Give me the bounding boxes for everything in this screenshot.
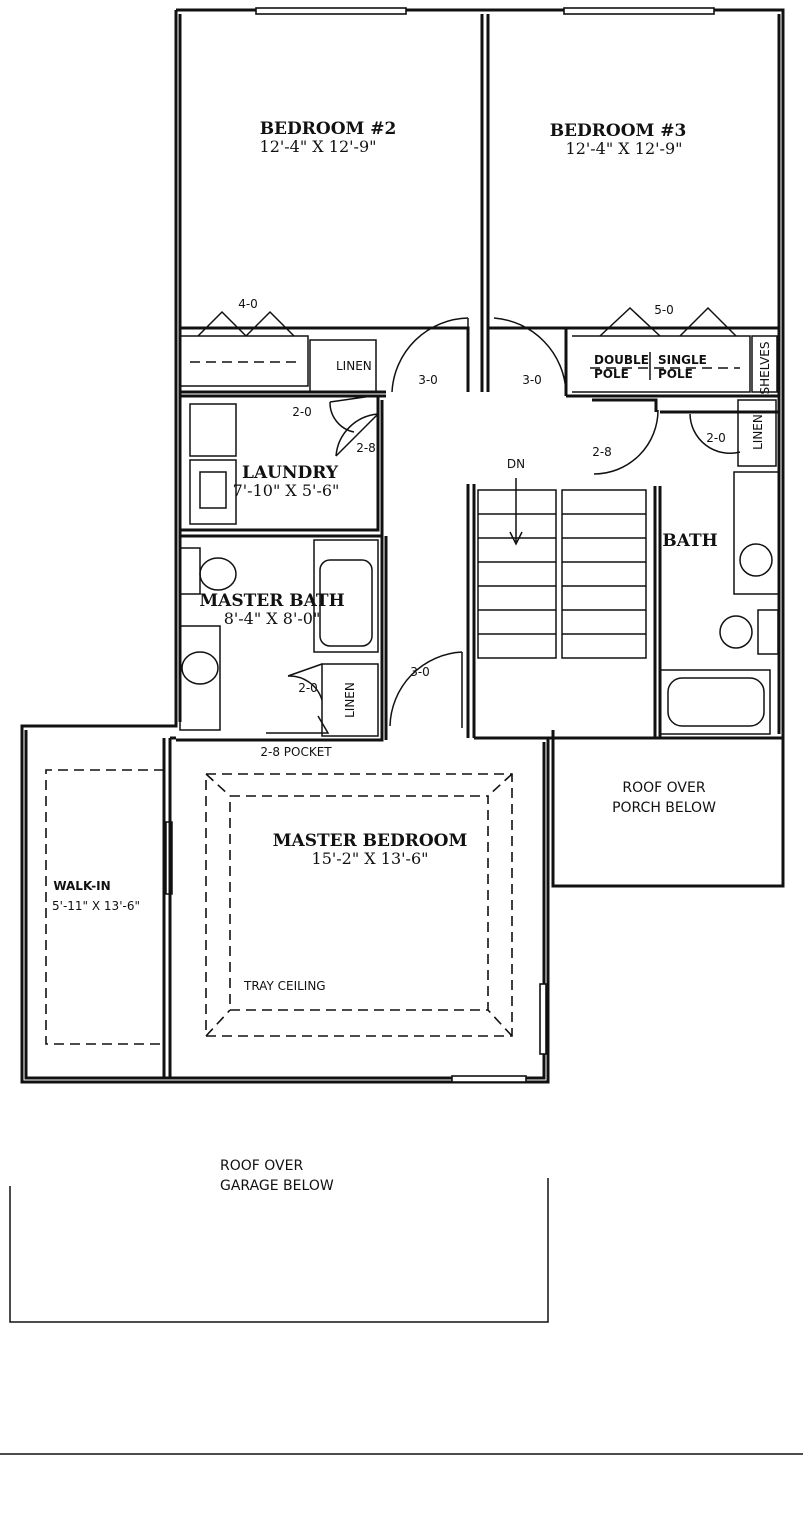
double-pole-label-2: POLE bbox=[594, 367, 629, 381]
porch-roof-line2: PORCH BELOW bbox=[612, 800, 716, 816]
door-label-hall-b2: 3-0 bbox=[418, 373, 438, 387]
bedroom3-dims: 12'-4" X 12'-9" bbox=[566, 139, 683, 158]
laundry-name: LAUNDRY bbox=[242, 463, 339, 483]
bedroom3-closet bbox=[572, 306, 778, 393]
door-label-bath-linen: 2-0 bbox=[706, 431, 726, 445]
bath-name: BATH bbox=[662, 531, 717, 551]
linen-closet-upper bbox=[309, 339, 377, 393]
double-pole-label-1: DOUBLE bbox=[594, 353, 649, 367]
walk-in-name: WALK-IN bbox=[53, 879, 110, 893]
single-pole-label-1: SINGLE bbox=[658, 353, 707, 367]
walk-in-dims: 5'-11" X 13'-6" bbox=[52, 899, 140, 913]
door-label-closet-b2: 4-0 bbox=[238, 297, 258, 311]
linen-label-master-bath: LINEN bbox=[343, 682, 357, 718]
bedroom3-name: BEDROOM #3 bbox=[550, 121, 687, 141]
garage-roof-line1: ROOF OVER bbox=[220, 1158, 303, 1174]
bedroom2-name: BEDROOM #2 bbox=[260, 119, 397, 139]
master-bath-fixtures bbox=[179, 539, 379, 731]
door-label-bath: 2-8 bbox=[592, 445, 612, 459]
tray-ceiling-label: TRAY CEILING bbox=[243, 979, 326, 993]
interior-walls bbox=[162, 14, 779, 1078]
garage-roof-line2: GARAGE BELOW bbox=[220, 1178, 334, 1194]
tray-ceiling bbox=[205, 773, 513, 1037]
master-bedroom-name: MASTER BEDROOM bbox=[273, 831, 468, 851]
porch-roof-outline bbox=[551, 738, 785, 888]
door-label-master: 3-0 bbox=[410, 665, 430, 679]
walk-in-shelving bbox=[45, 769, 164, 1045]
linen-closet-bath bbox=[737, 399, 777, 467]
bath-fixtures bbox=[659, 471, 780, 735]
door-label-pocket: 2-8 POCKET bbox=[260, 745, 332, 759]
master-bedroom-dims: 15'-2" X 13'-6" bbox=[312, 849, 429, 868]
laundry-dims: 7'-10" X 5'-6" bbox=[233, 481, 340, 500]
stairs-down-label: DN bbox=[507, 457, 525, 471]
bedroom2-dims: 12'-4" X 12'-9" bbox=[260, 137, 377, 156]
master-bath-name: MASTER BATH bbox=[199, 591, 344, 611]
bedroom2-closet bbox=[180, 310, 309, 387]
stairs bbox=[477, 478, 647, 659]
porch-roof-line1: ROOF OVER bbox=[622, 780, 705, 796]
door-swings bbox=[165, 317, 741, 895]
door-label-laundry: 2-8 bbox=[356, 441, 376, 455]
door-label-closet-b3: 5-0 bbox=[654, 303, 674, 317]
door-label-linen-laundry: 2-0 bbox=[292, 405, 312, 419]
garage-roof-outline bbox=[9, 1178, 549, 1323]
door-label-hall-b3: 3-0 bbox=[522, 373, 542, 387]
master-bath-dims: 8'-4" X 8'-0" bbox=[224, 609, 321, 628]
door-label-master-bath-linen: 2-0 bbox=[298, 681, 318, 695]
laundry-fixtures bbox=[189, 403, 237, 525]
shelves-label: SHELVES bbox=[758, 342, 772, 395]
linen-label-bath: LINEN bbox=[751, 414, 765, 450]
single-pole-label-2: POLE bbox=[658, 367, 693, 381]
linen-label-upper: LINEN bbox=[336, 359, 372, 373]
